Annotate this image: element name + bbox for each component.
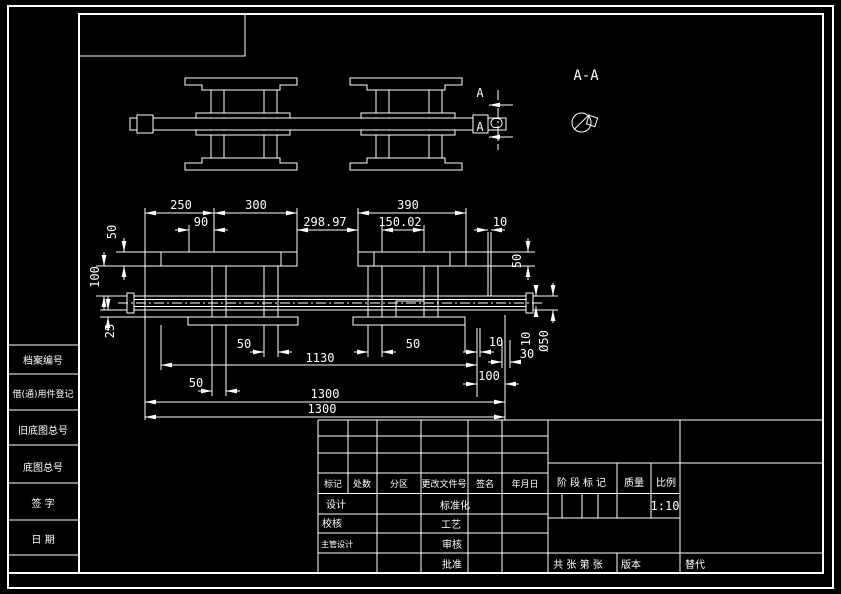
dimension-lines [101,210,556,420]
front-legs-left [211,266,279,317]
margin-row-date: 日 期 [31,534,54,546]
section-cut-label-top: A [476,86,484,100]
margin-row-old-master-no: 旧底图总号 [18,424,68,437]
top-view-flange-upper-left [184,77,298,91]
dim-50-bottom-b: 50 [406,337,420,351]
dim-30: 30 [520,347,534,361]
front-foot-left [187,316,299,326]
dim-390: 390 [397,198,419,212]
tb-scale-label: 比例 [656,476,676,489]
tb-stage-mark: 阶段标记 [557,476,609,489]
inner-border [8,13,824,574]
margin-strip: 档案编号 借(通)用件登记 旧底图总号 底图总号 签 字 日 期 [8,344,79,556]
front-legs-right [367,266,439,317]
dim-25-left: 25 [103,324,117,338]
top-view-shaft-slot [490,118,503,128]
section-view-title: A-A [573,68,599,84]
tb-weight: 质量 [624,477,644,489]
tb-role-check: 校核 [322,517,342,530]
tb-role-audit: 审核 [442,538,462,551]
dim-150-02: 150.02 [378,215,421,229]
top-view-post [210,89,225,114]
dim-90: 90 [194,215,208,229]
tb-header-sign: 签名 [476,478,494,490]
section-keyway-notch [585,114,599,128]
tb-sheets: 共 张 第 张 [553,558,603,571]
dim-100-right: 100 [478,369,500,383]
margin-strip-grid [8,344,79,556]
dim-50-bottom-a: 50 [237,337,251,351]
tb-role-standardization: 标准化 [440,499,470,512]
top-view-post [210,134,225,159]
top-view-post [428,134,443,159]
section-cut-label-bottom: A [476,120,484,134]
top-view-flange-upper-right [349,77,463,91]
top-view-shaft-left-tip [129,117,138,131]
outer-border [7,5,834,589]
title-block-grid [317,419,823,573]
tb-role-process: 工艺 [441,519,461,531]
tb-header-mark: 标记 [324,478,342,490]
dim-50-left: 50 [105,225,119,239]
top-view-bar [195,129,291,136]
tb-header-doc-no: 更改文件号 [421,478,466,490]
front-axle [134,295,526,311]
dim-300: 300 [245,198,267,212]
tb-header-zone: 分区 [390,479,408,490]
dim-298-97: 298.97 [303,215,346,229]
tb-role-approve: 批准 [442,558,462,571]
tb-version: 版本 [621,558,641,571]
top-view-bar [360,129,456,136]
tb-scale-value: 1:10 [651,499,680,513]
margin-row-archive-no: 档案编号 [23,354,63,367]
dim-1300-a: 1300 [311,387,340,401]
front-plate-left-steps [160,252,282,266]
section-shaft-circle [571,112,592,133]
tb-role-design: 设计 [326,498,346,511]
top-view-bar [360,112,456,119]
front-plate-right [357,251,467,267]
section-key-flat-line [573,114,590,130]
front-plate-right-steps [373,252,451,266]
margin-row-signature: 签 字 [31,497,54,510]
dim-50-right: 50 [510,254,524,268]
top-view-shaft-right-cap [472,114,489,134]
front-plate-left [144,251,298,267]
top-view-flange-lower-right [349,157,463,171]
top-view: A A [129,77,513,171]
dim-dia-50: Ø50 [537,330,551,352]
section-view-a-a: A-A [571,68,599,133]
top-view-post [375,134,390,159]
top-view-post [375,89,390,114]
front-leg-tab [395,300,424,317]
top-left-box [79,14,246,57]
tb-replace: 替代 [685,558,705,571]
top-view-post [263,134,278,159]
top-view-bar [195,112,291,119]
top-view-shaft [153,117,473,131]
drawing-border [7,5,834,589]
tb-role-chief-design: 主管设计 [321,539,353,549]
dimension-texts: 250 300 390 90 298.97 150.02 10 50 100 2… [88,198,551,416]
dim-10-right: 10 [519,332,533,346]
front-view [118,251,545,326]
dim-100-left: 100 [88,266,102,288]
top-view-flange-lower-left [184,157,298,171]
dim-1130: 1130 [306,351,335,365]
margin-row-borrow-record: 借(通)用件登记 [12,388,73,400]
front-foot-right [352,316,466,326]
top-view-post [263,89,278,114]
dim-10-bottom: 10 [489,335,503,349]
top-view-shaft-left-cap [136,114,154,134]
dim-10-top: 10 [493,215,507,229]
dim-1300-b: 1300 [308,402,337,416]
dim-250: 250 [170,198,192,212]
tb-header-count: 处数 [353,478,371,490]
title-block: 标记 处数 分区 更改文件号 签名 年月日 设计 校核 主管设计 标准化 工艺 … [317,419,823,573]
margin-row-master-no: 底图总号 [23,461,63,474]
tb-header-date: 年月日 [511,478,538,490]
top-view-post [428,89,443,114]
dim-50-bottom-c: 50 [189,376,203,390]
